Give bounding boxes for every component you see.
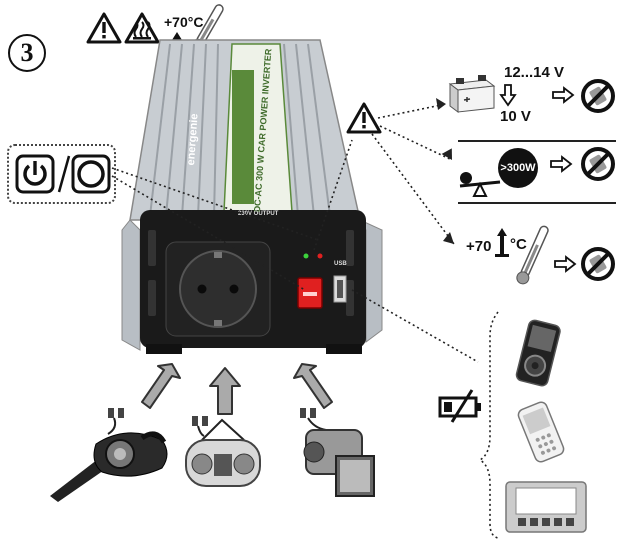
temperature-arrow-icon bbox=[495, 226, 509, 265]
warning-icon-center bbox=[346, 102, 382, 139]
overheat-temp: +70 bbox=[466, 238, 492, 255]
battery-voltage-range: 12...14 V bbox=[504, 64, 565, 81]
voltage-drop-arrow-icon bbox=[499, 84, 517, 111]
overload-limit-badge: >300W bbox=[498, 148, 538, 188]
mp3-player-icon bbox=[508, 318, 568, 395]
video-camera-icon bbox=[296, 404, 380, 505]
overheat-unit: °C bbox=[510, 236, 527, 253]
prohibited-icon-1 bbox=[580, 78, 616, 119]
power-off-circle-icon bbox=[71, 154, 111, 194]
arrow-right-icon-1 bbox=[552, 86, 575, 108]
usb-label: USB bbox=[334, 261, 347, 267]
arrow-right-icon-3 bbox=[554, 255, 577, 277]
radio-cassette-icon bbox=[180, 414, 264, 495]
warning-icon-top bbox=[86, 12, 122, 49]
divider-1 bbox=[458, 140, 616, 142]
prohibited-icon-3 bbox=[580, 246, 616, 287]
vacuum-cleaner-icon bbox=[46, 404, 176, 509]
battery-voltage-low: 10 V bbox=[500, 108, 531, 125]
mobile-phone-icon bbox=[508, 400, 574, 469]
power-inverter bbox=[120, 30, 390, 365]
car-battery-icon bbox=[446, 70, 498, 119]
power-switch-icon-box bbox=[7, 144, 116, 204]
step-number-circle: 3 bbox=[8, 34, 46, 72]
power-standby-icon bbox=[15, 154, 55, 194]
no-battery-charge-icon bbox=[438, 386, 486, 431]
step-number: 3 bbox=[20, 38, 34, 67]
input-arrow-right-icon bbox=[292, 362, 336, 415]
arrow-right-icon-2 bbox=[550, 155, 573, 177]
ac-socket bbox=[165, 241, 271, 337]
input-arrow-up-icon bbox=[208, 366, 242, 421]
prohibited-icon-2 bbox=[580, 146, 616, 187]
divider-2 bbox=[458, 202, 616, 204]
thermometer-icon bbox=[516, 220, 550, 295]
heat-temp-label: +70°C bbox=[164, 14, 204, 30]
handheld-game-icon bbox=[502, 478, 590, 539]
seesaw-overload-icon bbox=[458, 160, 502, 205]
hot-surface-icon bbox=[124, 12, 160, 49]
overload-limit: >300W bbox=[500, 162, 536, 174]
input-arrow-left-icon bbox=[138, 362, 182, 415]
output-label: 230V OUTPUT bbox=[238, 211, 279, 217]
